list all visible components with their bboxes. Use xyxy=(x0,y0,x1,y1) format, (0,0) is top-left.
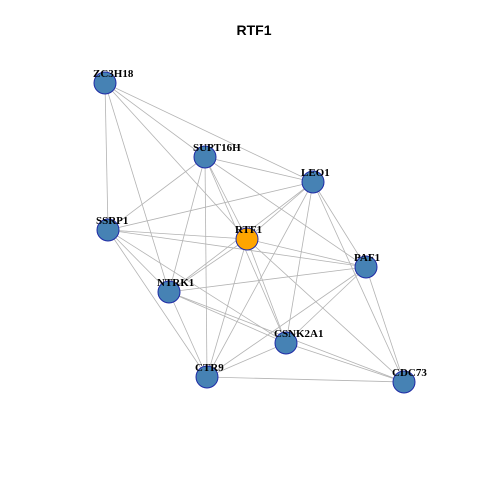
edge-rtf1-ntrk1 xyxy=(168,238,248,293)
node-rtf1[interactable] xyxy=(235,227,259,251)
edge-csnk2a1-cdc73 xyxy=(285,342,405,383)
node-label-supt16h: SUPT16H xyxy=(193,142,241,154)
edge-leo1-ctr9 xyxy=(206,181,314,378)
node-ssrp1[interactable] xyxy=(96,218,120,242)
edge-leo1-paf1 xyxy=(312,181,367,268)
edge-leo1-csnk2a1 xyxy=(285,181,314,344)
edge-layer xyxy=(104,82,405,383)
node-ntrk1[interactable] xyxy=(157,280,181,304)
node-ctr9[interactable] xyxy=(195,365,219,389)
node-paf1[interactable] xyxy=(354,255,378,279)
edge-paf1-csnk2a1 xyxy=(285,266,367,344)
edge-ntrk1-csnk2a1 xyxy=(168,291,287,344)
edge-supt16h-paf1 xyxy=(204,156,367,268)
edge-leo1-cdc73 xyxy=(312,181,405,383)
edge-paf1-cdc73 xyxy=(365,266,405,383)
edge-zc3h18-ssrp1 xyxy=(104,82,109,231)
edge-supt16h-leo1 xyxy=(204,156,314,183)
node-label-cdc73: CDC73 xyxy=(392,367,427,379)
node-label-paf1: PAF1 xyxy=(354,252,380,264)
edge-rtf1-csnk2a1 xyxy=(246,238,287,344)
node-label-ssrp1: SSRP1 xyxy=(96,215,128,227)
node-label-leo1: LEO1 xyxy=(301,167,330,179)
edge-zc3h18-ntrk1 xyxy=(104,82,170,293)
node-csnk2a1[interactable] xyxy=(274,331,298,355)
node-label-ctr9: CTR9 xyxy=(195,362,224,374)
edge-leo1-ssrp1 xyxy=(107,181,314,231)
edge-ntrk1-ctr9 xyxy=(168,291,208,378)
edge-zc3h18-supt16h xyxy=(104,82,206,158)
node-label-ntrk1: NTRK1 xyxy=(157,277,194,289)
node-cdc73[interactable] xyxy=(392,370,416,394)
edge-leo1-rtf1 xyxy=(246,181,314,240)
edge-ctr9-cdc73 xyxy=(206,376,405,383)
edge-paf1-ntrk1 xyxy=(168,266,367,293)
node-label-csnk2a1: CSNK2A1 xyxy=(274,328,324,340)
edge-rtf1-paf1 xyxy=(246,238,367,268)
node-supt16h[interactable] xyxy=(193,145,217,169)
diagram-title: RTF1 xyxy=(237,22,272,38)
node-zc3h18[interactable] xyxy=(93,71,117,95)
edge-zc3h18-leo1 xyxy=(104,82,314,183)
edge-supt16h-ntrk1 xyxy=(168,156,206,293)
edge-ssrp1-ctr9 xyxy=(107,229,208,378)
node-label-zc3h18: ZC3H18 xyxy=(93,68,134,80)
edge-ssrp1-csnk2a1 xyxy=(107,229,287,344)
edge-ssrp1-ntrk1 xyxy=(107,229,170,293)
edge-csnk2a1-ctr9 xyxy=(206,342,287,378)
edge-supt16h-rtf1 xyxy=(204,156,248,240)
edge-ssrp1-paf1 xyxy=(107,229,367,268)
edge-paf1-ctr9 xyxy=(206,266,367,378)
edge-ssrp1-rtf1 xyxy=(107,229,248,240)
edge-rtf1-ctr9 xyxy=(206,238,248,378)
edge-supt16h-ssrp1 xyxy=(107,156,206,231)
node-label-rtf1: RTF1 xyxy=(235,224,262,236)
node-leo1[interactable] xyxy=(301,170,325,194)
edge-zc3h18-rtf1 xyxy=(104,82,248,240)
edge-rtf1-cdc73 xyxy=(246,238,405,383)
